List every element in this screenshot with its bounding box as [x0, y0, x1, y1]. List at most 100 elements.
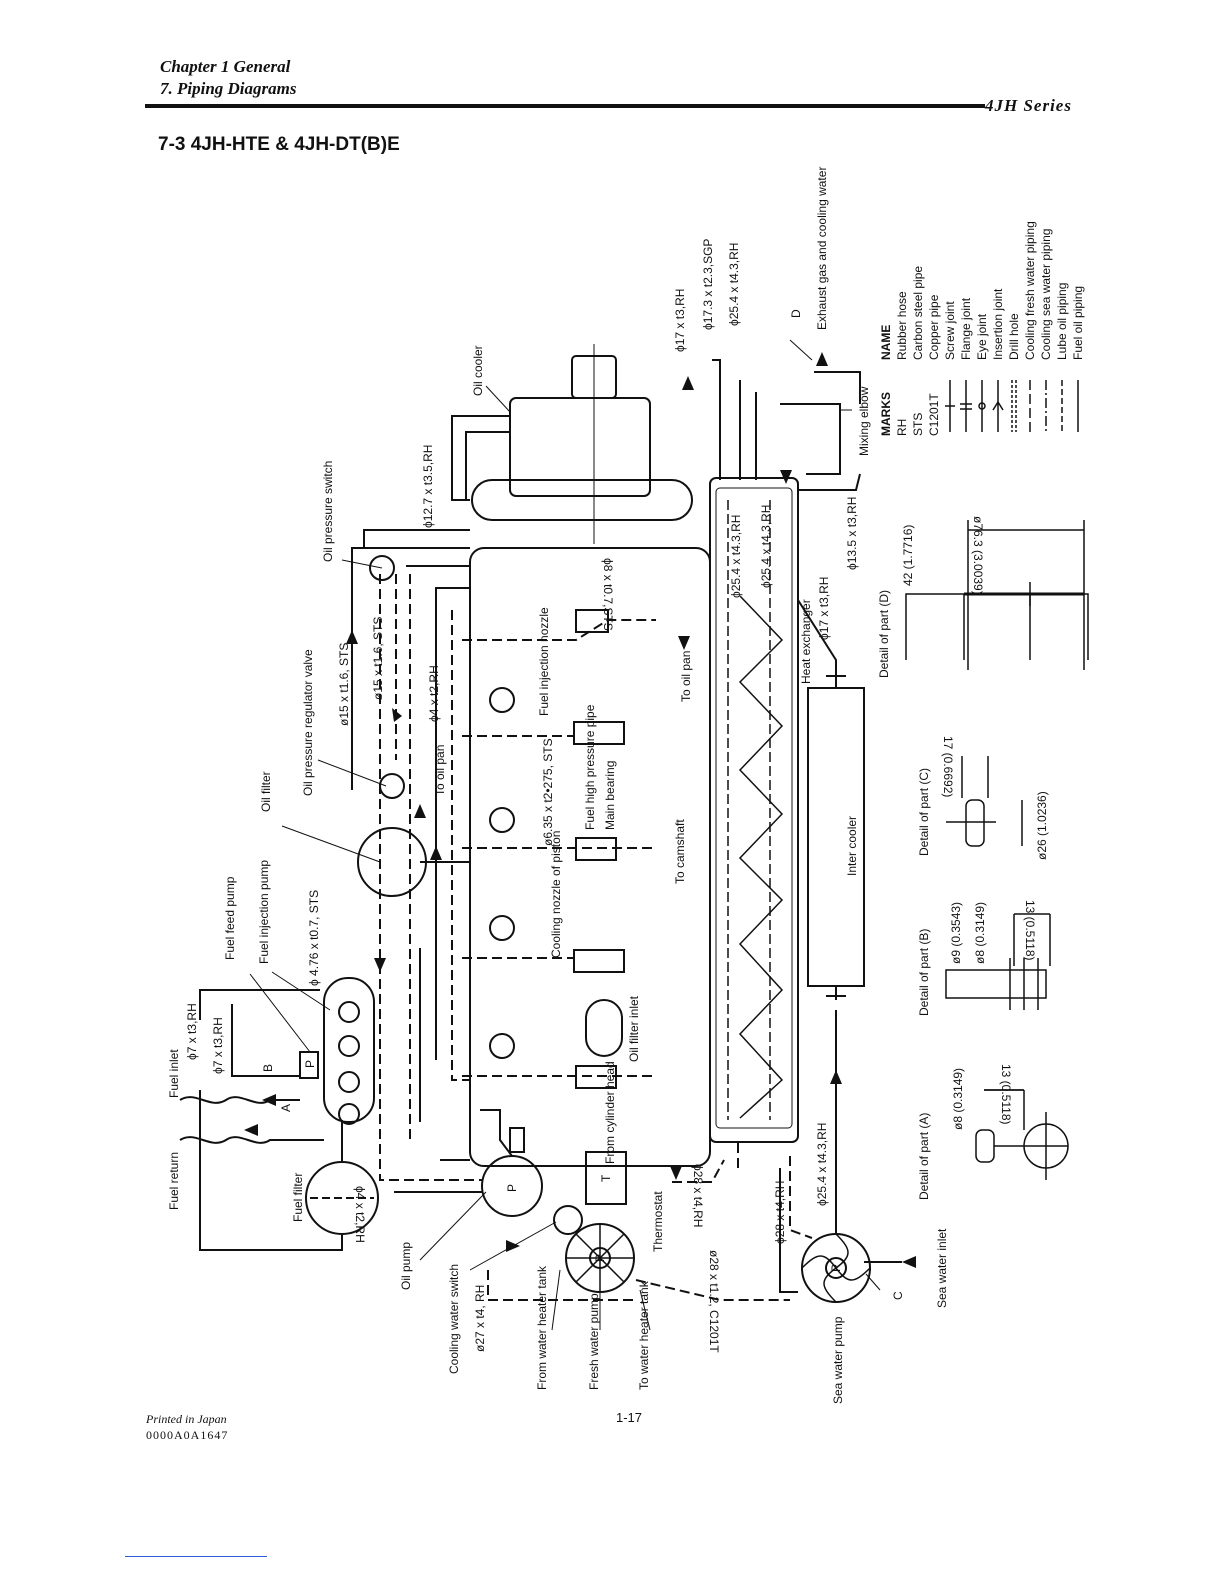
label-exhaust: Exhaust gas and cooling water	[815, 167, 829, 330]
detail-b: Detail of part (B) ø9 (0.3543) ø8 (0.314…	[917, 900, 1051, 1016]
detail-d-title: Detail of part (D)	[877, 590, 891, 678]
detail-d: Detail of part (D) 42 (1.7716) ø76.3 (3.…	[877, 516, 1089, 678]
detail-b-dim2: ø8 (0.3149)	[973, 902, 987, 964]
label-pipe-7-b: ϕ7 x t3,RH	[211, 1017, 225, 1074]
detail-d-dim2: ø76.3 (3.0039)	[971, 516, 985, 595]
legend: MARKS NAME RH Rubber hose STS Carbon ste…	[879, 221, 1085, 436]
detail-b-dim3: 13 (0.5118)	[1023, 900, 1037, 961]
water-piping	[379, 574, 813, 1301]
label-fuel-injection-pump: Fuel injection pump	[257, 860, 271, 964]
page-number: 1-17	[616, 1410, 643, 1425]
label-pipe-28-rh-a: ϕ28 x t4,RH	[691, 1164, 705, 1227]
legend-mark-1: STS	[911, 413, 925, 436]
label-sea-water-inlet: Sea water inlet	[935, 1228, 949, 1308]
legend-mark-0: RH	[895, 419, 909, 436]
section-title: 7. Piping Diagrams	[160, 79, 297, 98]
label-oil-cooler: Oil cooler	[471, 345, 485, 396]
heat-exchanger-shape	[709, 477, 799, 1143]
label-to-oil-pan-b: To oil pan	[679, 651, 693, 702]
pump-p-sea: P	[829, 1264, 843, 1272]
label-pipe-15-b: ø15 x t1.6, STS	[371, 617, 385, 700]
oil-cooler-shape	[471, 344, 693, 544]
sea-water-piping	[779, 473, 902, 1293]
detail-b-dim1: ø9 (0.3543)	[949, 902, 963, 964]
label-fuel-filter: Fuel filter	[291, 1173, 305, 1222]
label-pipe-635: ø6.35 x t2•275, STS	[541, 738, 555, 846]
detail-c: Detail of part (C) 17 (0.6692) ø26 (1.02…	[917, 736, 1049, 860]
label-from-cylinder-head: From cylinder head	[603, 1061, 617, 1164]
legend-symbols	[945, 380, 1079, 432]
detail-c-dim2: ø26 (1.0236)	[1035, 791, 1049, 860]
pump-shapes	[481, 1127, 871, 1303]
legend-mark-2: C1201T	[927, 393, 941, 436]
legend-name-5: Eye joint	[975, 313, 989, 360]
label-pipe-476: ϕ 4.76 x t0.7, STS	[307, 890, 321, 986]
label-main-bearing: Main bearing	[603, 761, 617, 830]
legend-name-11: Fuel oil piping	[1071, 286, 1085, 360]
label-pipe-254-a: ϕ25.4 x t4.3,RH	[729, 515, 743, 598]
detail-a: Detail of part (A) ø8 (0.3149) 13 (0.511…	[917, 1064, 1069, 1200]
fuel-oil-piping	[179, 415, 513, 1251]
label-fuel-feed-pump: Fuel feed pump	[223, 876, 237, 960]
label-pipe-4-rh: ϕ4 x t2,RH	[427, 665, 441, 722]
diagram-labels: Fuel inlet Fuel return ϕ7 x t3,RH ϕ7 x t…	[167, 167, 949, 1404]
label-pipe-27: ø27 x t4, RH	[473, 1285, 487, 1352]
oil-filter-shape	[357, 555, 427, 897]
legend-marks-header: MARKS	[879, 392, 893, 436]
mark-a: A	[279, 1104, 293, 1112]
pump-p-fuel: P	[303, 1060, 317, 1068]
label-pipe-17-top: ϕ17 x t3,RH	[673, 289, 687, 352]
bottom-divider	[125, 1556, 267, 1557]
legend-name-0: Rubber hose	[895, 291, 909, 360]
label-thermostat: Thermostat	[651, 1191, 665, 1252]
label-pipe-28-rh-b: ϕ28 x t4,RH	[773, 1181, 787, 1244]
legend-name-2: Copper pipe	[927, 294, 941, 360]
detail-d-dim1: 42 (1.7716)	[901, 525, 915, 586]
pump-p-oil: P	[505, 1184, 519, 1192]
label-pipe-135: ϕ13.5 x t3,RH	[845, 497, 859, 570]
label-sea-water-pump: Sea water pump	[831, 1316, 845, 1404]
label-cooling-water-switch: Cooling water switch	[447, 1264, 461, 1374]
label-pipe-254-top: ϕ25.4 x t4.3,RH	[727, 243, 741, 326]
label-pipe-8-sts: ϕ8 x t0.7,STS	[601, 558, 615, 631]
chapter-title: Chapter 1 General	[160, 57, 291, 76]
label-oil-pump: Oil pump	[399, 1242, 413, 1290]
label-to-camshaft: To camshaft	[673, 819, 687, 884]
pump-p-fresh: P	[593, 1254, 607, 1262]
page-title: 7-3 4JH-HTE & 4JH-DT(B)E	[158, 134, 400, 155]
label-fuel-inlet: Fuel inlet	[167, 1049, 181, 1098]
legend-name-8: Cooling fresh water piping	[1023, 221, 1037, 360]
label-pipe-254-bottom: ϕ25.4 x t4.3,RH	[815, 1123, 829, 1206]
label-fuel-injection-nozzle: Fuel injection nozzle	[537, 607, 551, 716]
legend-name-7: Drill hole	[1007, 313, 1021, 360]
header-rule	[145, 104, 985, 108]
label-oil-pressure-regulator-valve: Oil pressure regulator valve	[301, 649, 315, 796]
label-pipe-15-a: ø15 x t1.6, STS	[337, 643, 351, 726]
label-pipe-254-b: ϕ25.4 x t4.3,RH	[759, 505, 773, 588]
label-fresh-water-pump: Fresh water pump	[587, 1293, 601, 1390]
label-oil-filter-inlet: Oil filter inlet	[627, 995, 641, 1062]
label-oil-filter: Oil filter	[259, 771, 273, 812]
label-inter-cooler: Inter cooler	[845, 816, 859, 876]
detail-c-title: Detail of part (C)	[917, 768, 931, 856]
mixing-elbow-shape	[712, 359, 861, 480]
label-from-water-heater-tank: From water heater tank	[535, 1265, 549, 1390]
label-pipe-17-small: ϕ17 x t3,RH	[817, 577, 831, 640]
detail-a-title: Detail of part (A)	[917, 1113, 931, 1200]
thermostat-t: T	[599, 1174, 613, 1182]
detail-a-dim2: 13 (0.5118)	[999, 1064, 1013, 1125]
detail-a-dim1: ø8 (0.3149)	[951, 1068, 965, 1130]
legend-name-6: Insertion joint	[991, 288, 1005, 360]
detail-b-title: Detail of part (B)	[917, 929, 931, 1016]
legend-name-1: Carbon steel pipe	[911, 266, 925, 360]
legend-name-10: Lube oil piping	[1055, 283, 1069, 360]
legend-name-4: Flange joint	[959, 297, 973, 360]
label-mixing-elbow: Mixing elbow	[857, 386, 871, 456]
label-heat-exchanger: Heat exchanger	[799, 599, 813, 684]
label-to-oil-pan-a: To oil pan	[433, 745, 447, 796]
label-cooling-nozzle: Cooling nozzle of piston	[549, 831, 563, 958]
label-fuel-return: Fuel return	[167, 1152, 181, 1210]
chapter-header: Chapter 1 General 7. Piping Diagrams	[160, 56, 297, 100]
label-pipe-4-bottom: ϕ4 x t2,RH	[353, 1186, 367, 1243]
